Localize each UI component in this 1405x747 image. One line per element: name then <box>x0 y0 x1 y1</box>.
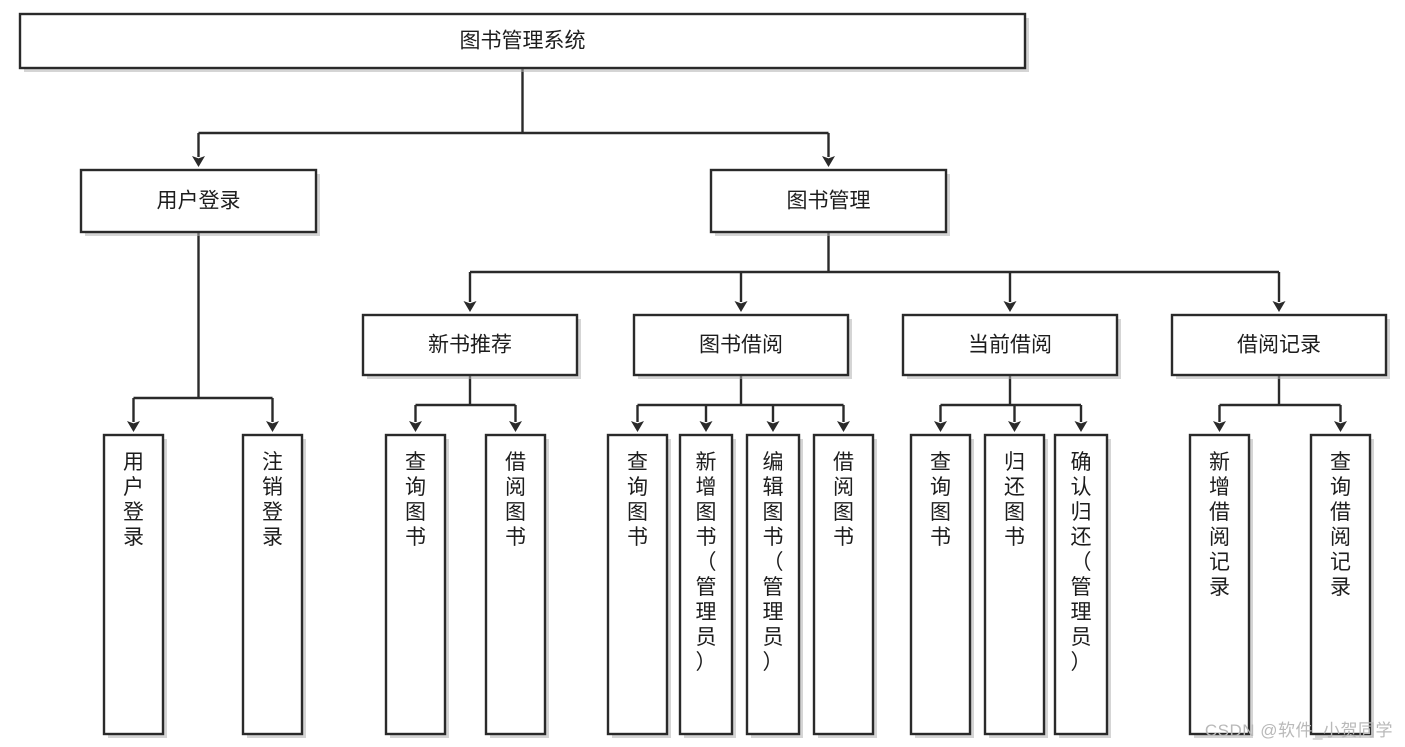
node-label: 借阅图书 <box>833 451 854 549</box>
box-outline <box>361 313 579 377</box>
box-outline <box>1053 433 1109 736</box>
box-outline <box>678 433 734 736</box>
box-outline <box>1170 313 1388 377</box>
node-label: 查询图书 <box>627 451 648 549</box>
node-current-borrow[interactable]: 当前借阅 <box>901 313 1121 379</box>
box-outline <box>18 12 1027 70</box>
box-outline <box>79 168 318 234</box>
node-leaf-user-login[interactable]: 用户登录 <box>102 433 167 738</box>
node-boxes: 图书管理系统用户登录图书管理新书推荐图书借阅当前借阅借阅记录用户登录注销登录查询… <box>18 12 1390 738</box>
node-label: 查询图书 <box>930 451 951 549</box>
node-leaf-edit-book[interactable]: 编辑图书（管理员） <box>745 433 803 738</box>
node-label: 编辑图书（管理员） <box>763 451 784 674</box>
node-leaf-borrow-book-1[interactable]: 借阅图书 <box>484 433 549 738</box>
box-outline <box>909 433 972 736</box>
box-outline <box>384 433 447 736</box>
box-outline <box>983 433 1046 736</box>
node-label: 借阅图书 <box>505 451 526 549</box>
node-user-login[interactable]: 用户登录 <box>79 168 320 236</box>
node-book-manage[interactable]: 图书管理 <box>709 168 950 236</box>
node-leaf-query-book-1[interactable]: 查询图书 <box>384 433 449 738</box>
node-new-book-recommend[interactable]: 新书推荐 <box>361 313 581 379</box>
node-label: 图书管理系统 <box>460 30 586 53</box>
node-book-borrow[interactable]: 图书借阅 <box>632 313 852 379</box>
box-outline <box>745 433 801 736</box>
node-leaf-add-book[interactable]: 新增图书（管理员） <box>678 433 736 738</box>
node-leaf-confirm-return[interactable]: 确认归还（管理员） <box>1053 433 1111 738</box>
box-outline <box>102 433 165 736</box>
node-leaf-query-book-2[interactable]: 查询图书 <box>606 433 671 738</box>
node-label: 新增图书（管理员） <box>696 451 717 674</box>
node-leaf-borrow-book-2[interactable]: 借阅图书 <box>812 433 877 738</box>
box-outline <box>1188 433 1251 736</box>
node-label: 注销登录 <box>262 451 283 549</box>
node-label: 用户登录 <box>123 451 144 549</box>
node-leaf-add-borrow-record[interactable]: 新增借阅记录 <box>1188 433 1253 738</box>
node-label: 用户登录 <box>157 190 241 213</box>
box-outline <box>484 433 547 736</box>
node-label: 新增借阅记录 <box>1209 451 1230 599</box>
node-label: 新书推荐 <box>428 334 512 357</box>
node-leaf-return-book[interactable]: 归还图书 <box>983 433 1048 738</box>
node-label: 图书借阅 <box>699 334 783 357</box>
node-label: 图书管理 <box>787 190 871 213</box>
node-root-system[interactable]: 图书管理系统 <box>18 12 1029 72</box>
node-leaf-query-book-3[interactable]: 查询图书 <box>909 433 974 738</box>
node-label: 查询图书 <box>405 451 426 549</box>
box-outline <box>1309 433 1372 736</box>
box-outline <box>241 433 304 736</box>
node-label: 当前借阅 <box>968 334 1052 357</box>
node-leaf-logout-login[interactable]: 注销登录 <box>241 433 306 738</box>
box-outline <box>606 433 669 736</box>
node-label: 归还图书 <box>1004 451 1025 549</box>
box-outline <box>709 168 948 234</box>
node-label: 查询借阅记录 <box>1330 451 1351 599</box>
box-outline <box>812 433 875 736</box>
node-leaf-query-borrow-record[interactable]: 查询借阅记录 <box>1309 433 1374 738</box>
box-outline <box>901 313 1119 377</box>
connector-lines <box>127 68 1347 432</box>
watermark-text: CSDN @软件_小贺同学 <box>1204 721 1393 740</box>
node-label: 确认归还（管理员） <box>1071 451 1092 674</box>
node-label: 借阅记录 <box>1237 334 1321 357</box>
box-outline <box>632 313 850 377</box>
node-borrow-record[interactable]: 借阅记录 <box>1170 313 1390 379</box>
